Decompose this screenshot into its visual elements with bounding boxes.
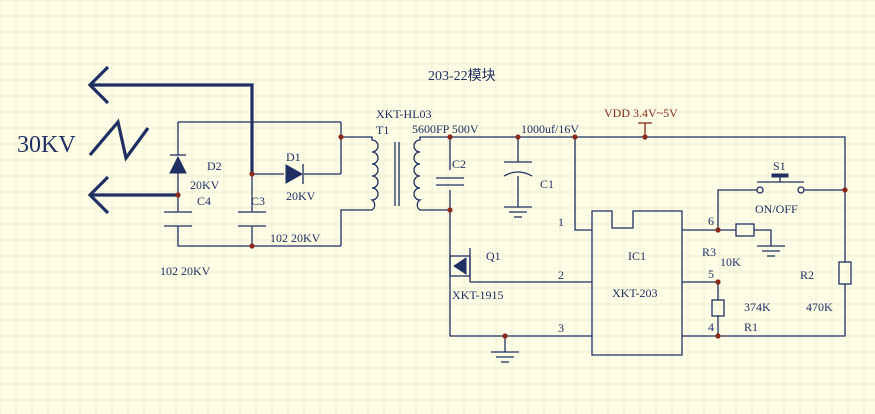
switch-state: ON/OFF [755, 202, 798, 216]
hv-arrow-top [90, 83, 254, 174]
ic-name: IC1 [628, 249, 646, 263]
resistor-r1-value: 374K [744, 300, 771, 314]
diagram-title: 203-22模块 [428, 68, 496, 84]
hv-arc-zigzag [88, 118, 150, 162]
capacitor-c3-name: C3 [251, 194, 265, 208]
capacitor-c2 [436, 177, 464, 186]
multiplier-wires [177, 121, 372, 247]
diode-d2 [169, 154, 187, 178]
capacitor-c2-value: 5600FP 500V [412, 122, 479, 136]
control-wires [682, 189, 846, 337]
ic-pin-3: 3 [558, 321, 564, 335]
resistor-r1 [711, 299, 725, 317]
ic-pin-2: 2 [558, 268, 564, 282]
hv-arrow-bottom-head [87, 175, 110, 215]
vdd-label: VDD 3.4V~5V [604, 106, 678, 120]
transistor-name: Q1 [486, 249, 501, 263]
diode-d1-name: D1 [286, 150, 301, 164]
capacitor-c4-name: C4 [197, 194, 211, 208]
ground-q1-icon [491, 336, 519, 363]
capacitor-c4-value: 102 20KV [160, 264, 211, 278]
transformer-name: T1 [376, 123, 389, 137]
ic-part: XKT-203 [612, 286, 658, 300]
capacitor-c3 [238, 211, 266, 227]
hv-output-symbol [87, 65, 254, 215]
transistor-q1 [449, 248, 592, 337]
ic-pin-1: 1 [558, 215, 564, 229]
capacitor-c1-value: 1000uf/16V [521, 122, 579, 136]
resistor-r3 [735, 223, 755, 237]
ic-pin-5: 5 [708, 267, 714, 281]
capacitor-c4 [164, 211, 192, 227]
diode-d2-value: 20KV [190, 178, 220, 192]
diode-d1 [285, 164, 304, 184]
resistor-r2-value: 470K [806, 300, 833, 314]
diode-d1-value: 20KV [286, 189, 316, 203]
ground-r3-icon [757, 245, 785, 257]
ic-pin-6: 6 [708, 214, 714, 228]
resistor-r2 [838, 261, 852, 285]
capacitor-c3-value: 102 20KV [270, 231, 321, 245]
ic-xkt-203 [591, 210, 683, 356]
capacitor-c1 [503, 161, 533, 177]
diode-d2-name: D2 [207, 159, 222, 173]
capacitor-c1-name: C1 [540, 177, 554, 191]
hv-arrow-top-head [87, 65, 110, 105]
switch-name: S1 [773, 159, 786, 173]
main-rail [422, 136, 846, 262]
resistor-r2-name: R2 [800, 268, 814, 282]
ground-c1-icon [504, 206, 532, 218]
transformer-part: XKT-HL03 [376, 107, 432, 121]
junctions [175, 134, 848, 339]
resistor-r3-name: R3 [702, 245, 716, 259]
resistor-r1-name: R1 [744, 320, 758, 334]
transformer-t1 [360, 136, 423, 211]
hv-label: 30KV [17, 132, 76, 158]
transistor-part: XKT-1915 [452, 288, 504, 302]
capacitor-c2-name: C2 [452, 157, 466, 171]
switch-s1 [756, 173, 805, 194]
resistor-r3-value: 10K [720, 255, 741, 269]
ic-pin-4: 4 [708, 320, 714, 334]
